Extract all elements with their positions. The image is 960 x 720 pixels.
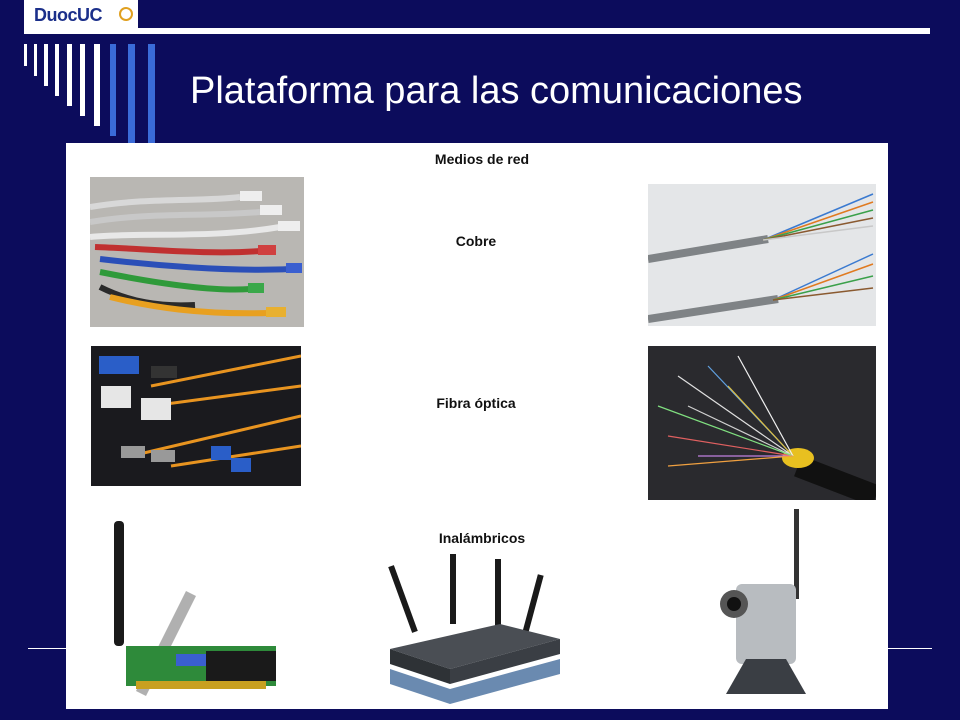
- logo-text: DuocUC: [34, 5, 103, 25]
- wireless-router-photo: [380, 554, 570, 706]
- section-label-wireless: Inalámbricos: [438, 530, 526, 546]
- section-label-copper: Cobre: [455, 233, 497, 249]
- decorative-stripes: [24, 44, 155, 154]
- top-rule: [24, 28, 930, 34]
- divider-left: [28, 648, 68, 649]
- duoc-logo: DuocUC: [24, 0, 138, 30]
- twisted-pair-wires-photo: [648, 184, 876, 326]
- panel-heading: Medios de red: [434, 151, 530, 167]
- network-media-panel: Medios de red Cobre Fibra óptica Inalámb…: [66, 143, 888, 709]
- wireless-webcam-photo: [706, 509, 816, 706]
- slide-title: Plataforma para las comunicaciones: [190, 70, 803, 112]
- section-label-fiber: Fibra óptica: [436, 395, 516, 411]
- patch-cables-photo: [90, 177, 304, 327]
- fiber-connectors-photo: [91, 346, 301, 486]
- divider-right: [888, 648, 932, 649]
- wireless-pci-card-photo: [96, 521, 306, 706]
- logo-seal-icon: [119, 7, 133, 21]
- fiber-strands-photo: [648, 346, 876, 500]
